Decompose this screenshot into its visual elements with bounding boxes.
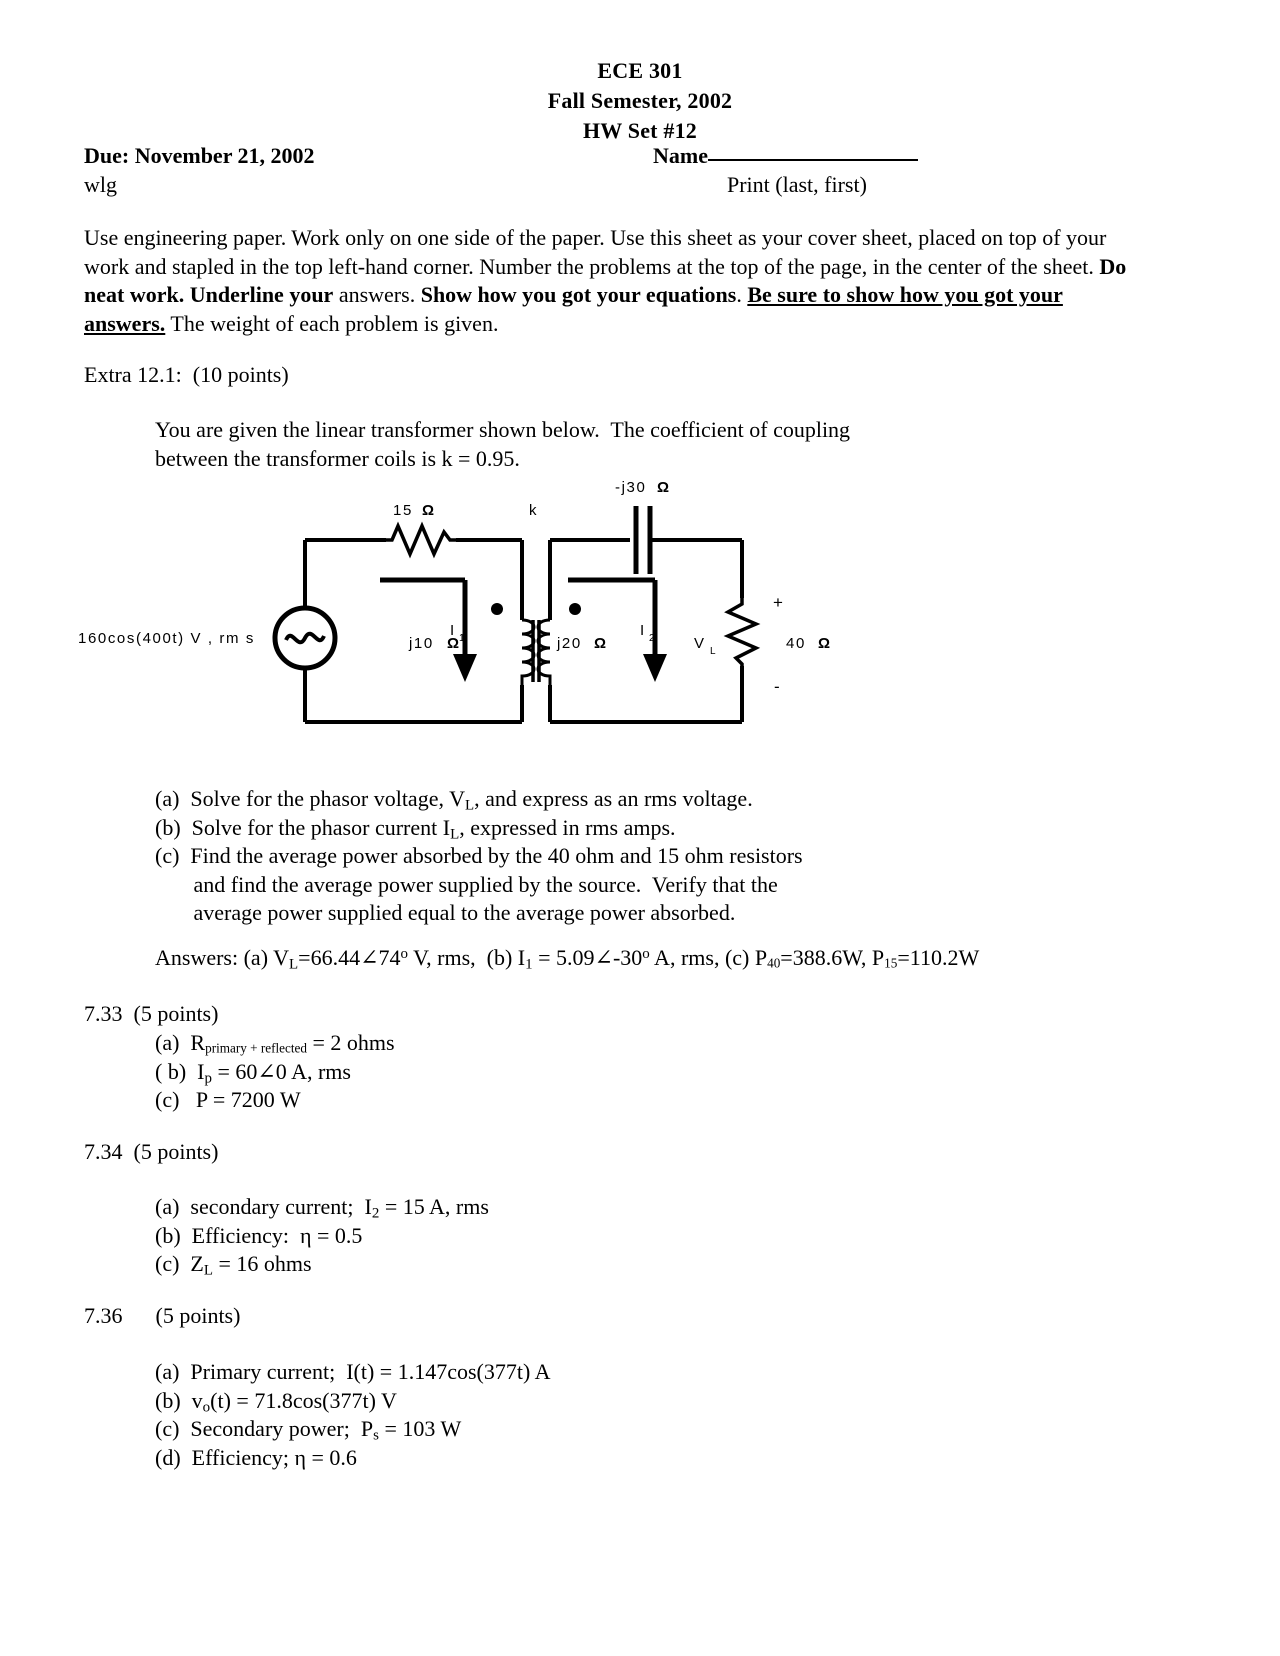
l2-ohm-symbol: Ω — [594, 635, 607, 652]
problem-733-item-c: (c) P = 7200 W — [155, 1087, 301, 1112]
source-label: 160cos(400t) V , rm s — [78, 630, 255, 647]
plus-sign: + — [773, 593, 783, 612]
problem-733-item-a: (a) Rprimary + reflected = 2 ohms — [155, 1030, 395, 1056]
print-hint: Print (last, first) — [727, 172, 867, 197]
r40-ohm-symbol: Ω — [818, 635, 831, 652]
i1-subscript: 1 — [459, 633, 465, 644]
r15-label: 15 — [393, 502, 413, 519]
instructions-bold2: Show how you got your equations — [420, 282, 737, 307]
i2-arrowhead — [643, 654, 667, 682]
cap-ohm-symbol: Ω — [657, 479, 670, 496]
extra-part-c-cont-2: average power supplied equal to the aver… — [155, 900, 736, 925]
extra-body: You are given the linear transformer sho… — [155, 416, 1035, 473]
problem-733-heading: 7.33 (5 points) — [84, 1001, 219, 1026]
problem-734-heading: 7.34 (5 points) — [84, 1139, 219, 1164]
name-label: Name — [653, 143, 708, 168]
primary-dot-marker — [491, 603, 503, 615]
extra-heading: Extra 12.1: (10 points) — [84, 362, 289, 387]
r15-ohm-symbol: Ω — [422, 502, 435, 519]
i1-arrowhead — [453, 654, 477, 682]
extra-part-b: (b) Solve for the phasor current IL, exp… — [155, 814, 676, 842]
due-date: Due: November 21, 2002 — [84, 143, 315, 168]
extra-answers: Answers: (a) VL=66.44∠74o V, rms, (b) I1… — [155, 945, 980, 973]
problem-734-item-b: (b) Efficiency: η = 0.5 — [155, 1222, 363, 1248]
problem-736-item-d: (d) Efficiency; η = 0.6 — [155, 1444, 357, 1470]
semester-title: Fall Semester, 2002 — [547, 88, 733, 113]
i1-label: I — [450, 622, 456, 639]
l1-label: j10 — [408, 635, 434, 652]
author-initials: wlg — [84, 172, 117, 197]
hw-set-title: HW Set #12 — [582, 118, 698, 143]
name-blank-rule — [707, 159, 918, 161]
instructions-paragraph: Use engineering paper. Work only on one … — [84, 224, 1129, 338]
problem-734-item-a: (a) secondary current; I2 = 15 A, rms — [155, 1194, 489, 1222]
extra-parts-list: (a) Solve for the phasor voltage, VL, an… — [155, 785, 1075, 928]
i2-subscript: 2 — [649, 633, 655, 644]
k-label: k — [529, 502, 538, 519]
problem-733-items: (a) Rprimary + reflected = 2 ohms ( b) I… — [155, 1029, 395, 1115]
extra-body-line-2: between the transformer coils is k = 0.9… — [155, 445, 520, 471]
problem-736-item-b: (b) vo(t) = 71.8cos(377t) V — [155, 1387, 397, 1415]
problem-734-items: (a) secondary current; I2 = 15 A, rms (b… — [155, 1193, 489, 1279]
problem-733-item-b: ( b) Ip = 60∠0 A, rms — [155, 1058, 351, 1086]
instructions-tail: The weight of each problem is given. — [165, 310, 499, 336]
i2-label: I — [640, 622, 646, 639]
extra-part-c-cont-1: and find the average power supplied by t… — [155, 871, 778, 897]
problem-736-item-a: (a) Primary current; I(t) = 1.147cos(377… — [155, 1359, 551, 1384]
instructions-bold1: Do neat work. Underline your — [84, 253, 1127, 308]
problem-734-item-c: (c) ZL = 16 ohms — [155, 1251, 312, 1279]
problem-736-items: (a) Primary current; I(t) = 1.147cos(377… — [155, 1358, 550, 1472]
instructions-part1: Use engineering paper. Work only on one … — [84, 225, 1107, 279]
l2-label: j20 — [556, 635, 582, 652]
instructions-plain1: answers. — [333, 282, 421, 307]
l1-ohm-symbol: Ω — [447, 635, 460, 652]
problem-736-heading: 7.36 (5 points) — [84, 1303, 241, 1328]
minus-sign: - — [774, 677, 780, 696]
r40-label: 40 — [786, 635, 806, 652]
vl-label: V — [694, 635, 706, 652]
vl-subscript: L — [710, 646, 716, 657]
course-title: ECE 301 — [597, 58, 683, 83]
cap-label: -j30 — [615, 479, 646, 496]
problem-736-item-c: (c) Secondary power; Ps = 103 W — [155, 1416, 462, 1444]
extra-part-a: (a) Solve for the phasor voltage, VL, an… — [155, 786, 753, 814]
secondary-dot-marker — [569, 603, 581, 615]
transformer-circuit-diagram: 160cos(400t) V , rm s 15 Ω k -j30 Ω I 1 — [70, 470, 870, 755]
name-field-label: Name — [653, 143, 918, 169]
instructions-plain2: . — [736, 282, 748, 307]
sine-wave-glyph — [284, 631, 326, 645]
instructions-underlined: Be sure to show how you got your answers… — [84, 282, 1063, 336]
extra-body-line-1: You are given the linear transformer sho… — [155, 417, 851, 442]
extra-part-c: (c) Find the average power absorbed by t… — [155, 843, 803, 868]
